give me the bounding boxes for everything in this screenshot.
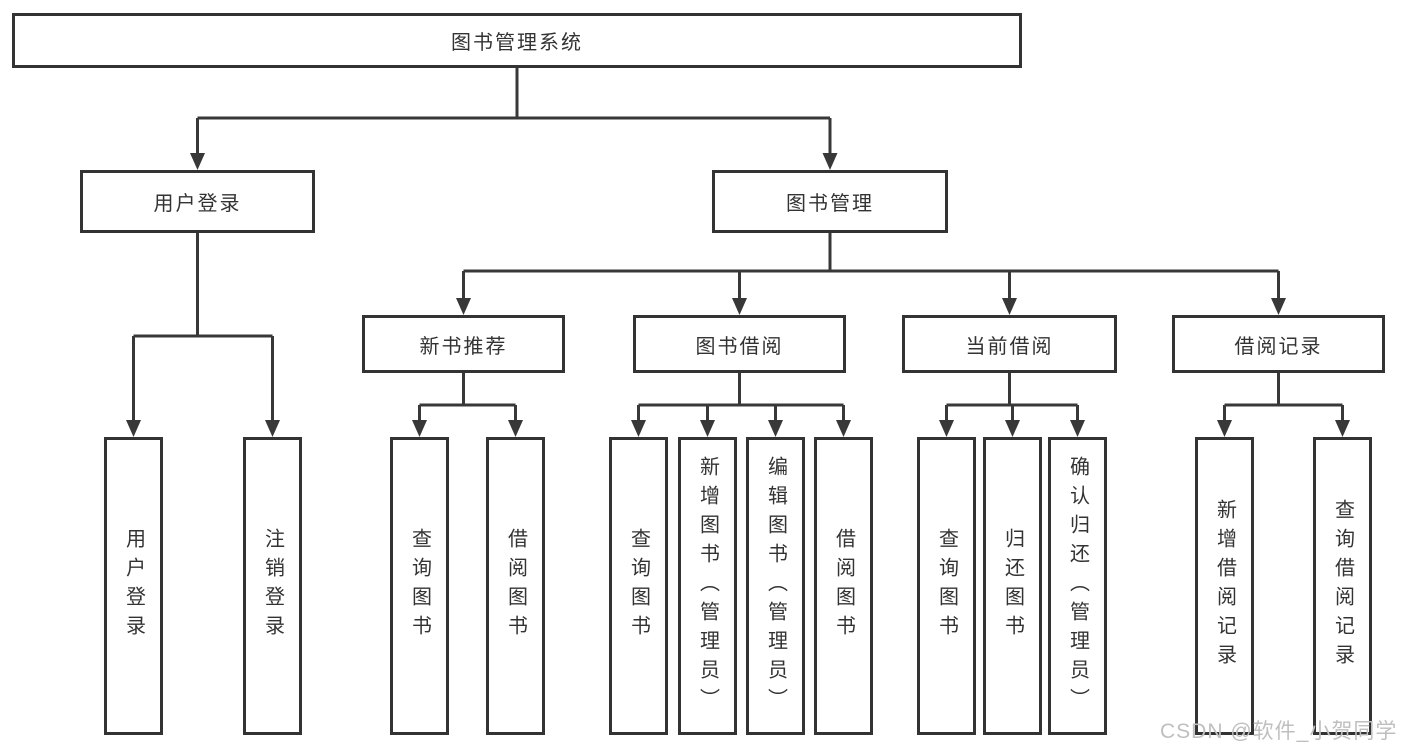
edge-records-to-leaves	[1217, 373, 1350, 437]
leaf-current-query-books: 查询图书	[917, 437, 976, 735]
leaf-user-login: 用户登录	[104, 437, 163, 735]
edge-root-to-level1	[190, 68, 838, 170]
leaf-records-query-record: 查询借阅记录	[1313, 437, 1372, 735]
edge-bookmgmt-to-level2	[456, 233, 1286, 315]
leaf-borrow-borrow-books: 借阅图书	[814, 437, 873, 735]
node-book-borrow: 图书借阅	[633, 315, 846, 373]
csdn-watermark: CSDN @软件_小贺同学	[1160, 720, 1398, 743]
leaf-recommend-query-books: 查询图书	[390, 437, 449, 735]
node-user-login-branch: 用户登录	[80, 170, 315, 233]
edge-userlogin-to-leaves	[126, 233, 280, 437]
node-library-system: 图书管理系统	[12, 13, 1022, 68]
leaf-current-confirm-return-admin: 确认归还（管理员）	[1048, 437, 1107, 735]
edge-recommend-to-leaves	[412, 373, 523, 437]
edge-borrow-to-leaves	[631, 373, 851, 437]
leaf-logout: 注销登录	[243, 437, 302, 735]
leaf-current-return-books: 归还图书	[983, 437, 1042, 735]
leaf-borrow-edit-books-admin: 编辑图书（管理员）	[746, 437, 805, 735]
node-current-borrow: 当前借阅	[902, 315, 1117, 373]
leaf-records-add-record: 新增借阅记录	[1195, 437, 1254, 735]
node-borrow-records: 借阅记录	[1172, 315, 1385, 373]
leaf-borrow-query-books: 查询图书	[609, 437, 668, 735]
node-book-management-branch: 图书管理	[712, 170, 948, 233]
leaf-recommend-borrow-books: 借阅图书	[486, 437, 545, 735]
leaf-borrow-add-books-admin: 新增图书（管理员）	[678, 437, 737, 735]
node-new-book-recommend: 新书推荐	[362, 315, 565, 373]
edge-current-to-leaves	[939, 373, 1085, 437]
